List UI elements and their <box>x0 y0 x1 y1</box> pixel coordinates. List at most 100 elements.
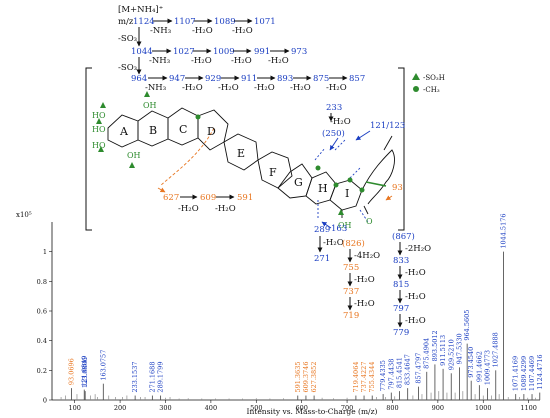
frag-755-loss: -H₂O <box>354 275 375 285</box>
row3-ion-875: 875 <box>313 74 329 84</box>
y-tick-label: 0.2 <box>37 367 47 375</box>
frag-250-arrow <box>329 137 339 151</box>
peak-label: 233.1537 <box>131 362 139 393</box>
frag-815-loss: -H₂O <box>405 292 426 302</box>
row3-loss-3: -H₂O <box>218 83 239 93</box>
peak-label: 719.4064 <box>352 362 360 393</box>
row2-ion-991: 991 <box>254 47 270 57</box>
y-tick-label: 0.8 <box>37 278 47 286</box>
y-scale-label: x10⁵ <box>16 211 32 219</box>
row2-ion-1027: 1027 <box>173 47 195 57</box>
ring-label-E: E <box>237 147 245 160</box>
row3-loss-2: -H₂O <box>182 83 203 93</box>
x-tick-label: 1100 <box>520 404 537 412</box>
frag-609: 609 <box>200 193 216 203</box>
peak-label: 121.0849 <box>80 356 88 387</box>
peak-label: 1089.4299 <box>520 356 528 391</box>
row2-ion-1009: 1009 <box>213 47 235 57</box>
substituent-oh-2: OH <box>127 151 141 160</box>
x-tick-label: 900 <box>432 404 444 412</box>
peak-label: 627.3852 <box>310 362 318 393</box>
ring-label-I: I <box>345 187 349 200</box>
legend-methyl-label: -CH₃ <box>423 86 440 94</box>
circle-icon <box>333 182 339 188</box>
peak-label: 911.5113 <box>439 335 447 366</box>
ring-label-C: C <box>179 123 187 136</box>
frag-121-123: 121/123 <box>370 121 405 131</box>
frag-93: 93 <box>392 183 403 193</box>
triangle-icon <box>96 118 102 124</box>
substituent-o: O <box>366 217 373 226</box>
substituent-ho-2: HO <box>92 125 106 134</box>
row3-ion-857: 857 <box>349 74 365 84</box>
y-tick-label: 0 <box>43 397 47 405</box>
frag-left-pointer <box>157 187 166 193</box>
row1-loss-3: -H₂O <box>232 26 253 36</box>
triangle-icon <box>338 209 344 215</box>
triangle-icon <box>412 73 420 80</box>
peak-label: 1107.4469 <box>528 356 536 391</box>
frag-163: 163 <box>331 224 347 234</box>
row2-loss-4: -H₂O <box>268 56 289 66</box>
peak-label: 929.5210 <box>447 339 455 370</box>
ring-label-D: D <box>207 125 216 138</box>
row2-loss-2: -H₂O <box>191 56 212 66</box>
row2-side-loss: -SO₃ <box>118 63 137 73</box>
ring-label-A: A <box>119 125 129 138</box>
scheme-legend: -SO₃H -CH₃ <box>412 73 445 94</box>
frag-121-arrow <box>355 130 371 141</box>
peak-label: 755.4344 <box>368 362 376 393</box>
frag-289-loss: -H₂O <box>323 238 344 248</box>
peak-label: 271.1688 <box>148 362 156 393</box>
circle-icon <box>347 177 353 183</box>
row3-ion-929: 929 <box>205 74 221 84</box>
peak-label: 737.4227 <box>360 362 368 393</box>
frag-737-loss: -H₂O <box>354 299 375 309</box>
peak-label: 1071.4169 <box>512 356 520 391</box>
frag-815: 815 <box>393 280 409 290</box>
row2-loss-1: -NH₃ <box>149 56 170 66</box>
substituent-oh-3: OH <box>338 221 352 230</box>
substituent-ho-1: HO <box>92 111 106 120</box>
row2-loss-3: -H₂O <box>231 56 252 66</box>
frag-867: (867) <box>392 231 415 242</box>
row3-ion-964: 964 <box>131 74 147 84</box>
ring-label-B: B <box>149 124 157 137</box>
row3: 964 -NH₃ 947 -H₂O 929 -H₂O 911 -H₂O 893 … <box>131 74 365 93</box>
left-bracket <box>85 67 92 231</box>
x-tick-label: 600 <box>295 404 307 412</box>
row3-ion-893: 893 <box>277 74 293 84</box>
peak-label: 779.4335 <box>379 360 387 391</box>
x-axis-title: Intensity vs. Mass-to-Charge (m/z) <box>247 407 378 416</box>
frag-797-loss: -H₂O <box>405 316 426 326</box>
frag-609-loss: -H₂O <box>215 204 236 214</box>
row1-ion-1107: 1107 <box>174 17 196 27</box>
legend-sulfate-label: -SO₃H <box>423 74 445 82</box>
circle-icon <box>359 187 365 193</box>
y-tick-label: 0.6 <box>37 308 47 316</box>
frag-719: 719 <box>343 311 359 321</box>
triangle-icon <box>100 102 106 108</box>
frag-627-loss: -H₂O <box>178 204 199 214</box>
x-tick-label: 200 <box>114 404 126 412</box>
peak-label: 591.3635 <box>294 362 302 393</box>
peak-label: 93.0696 <box>68 358 76 385</box>
ring-letters: A B C D E F G H I <box>119 123 349 200</box>
substituents: HO HO HO OH OH OH O <box>92 91 373 230</box>
row1-ion-1124: 1124 <box>133 17 155 27</box>
substituent-oh-1: OH <box>143 101 157 110</box>
peak-label: 797.4438 <box>387 359 395 390</box>
ring-label-F: F <box>269 166 277 179</box>
peak-label: 123.0806 <box>81 357 89 388</box>
frag-867-loss: -2H₂O <box>405 244 431 254</box>
peak-label: 857.4797 <box>415 353 423 384</box>
mz-label: m/z <box>118 17 134 27</box>
frag-755: 755 <box>343 263 359 273</box>
frag-289: 289 <box>314 225 330 235</box>
frag-737: 737 <box>343 287 359 297</box>
row1-loss-2: -H₂O <box>192 26 213 36</box>
peak-label: 289.1799 <box>157 362 165 393</box>
